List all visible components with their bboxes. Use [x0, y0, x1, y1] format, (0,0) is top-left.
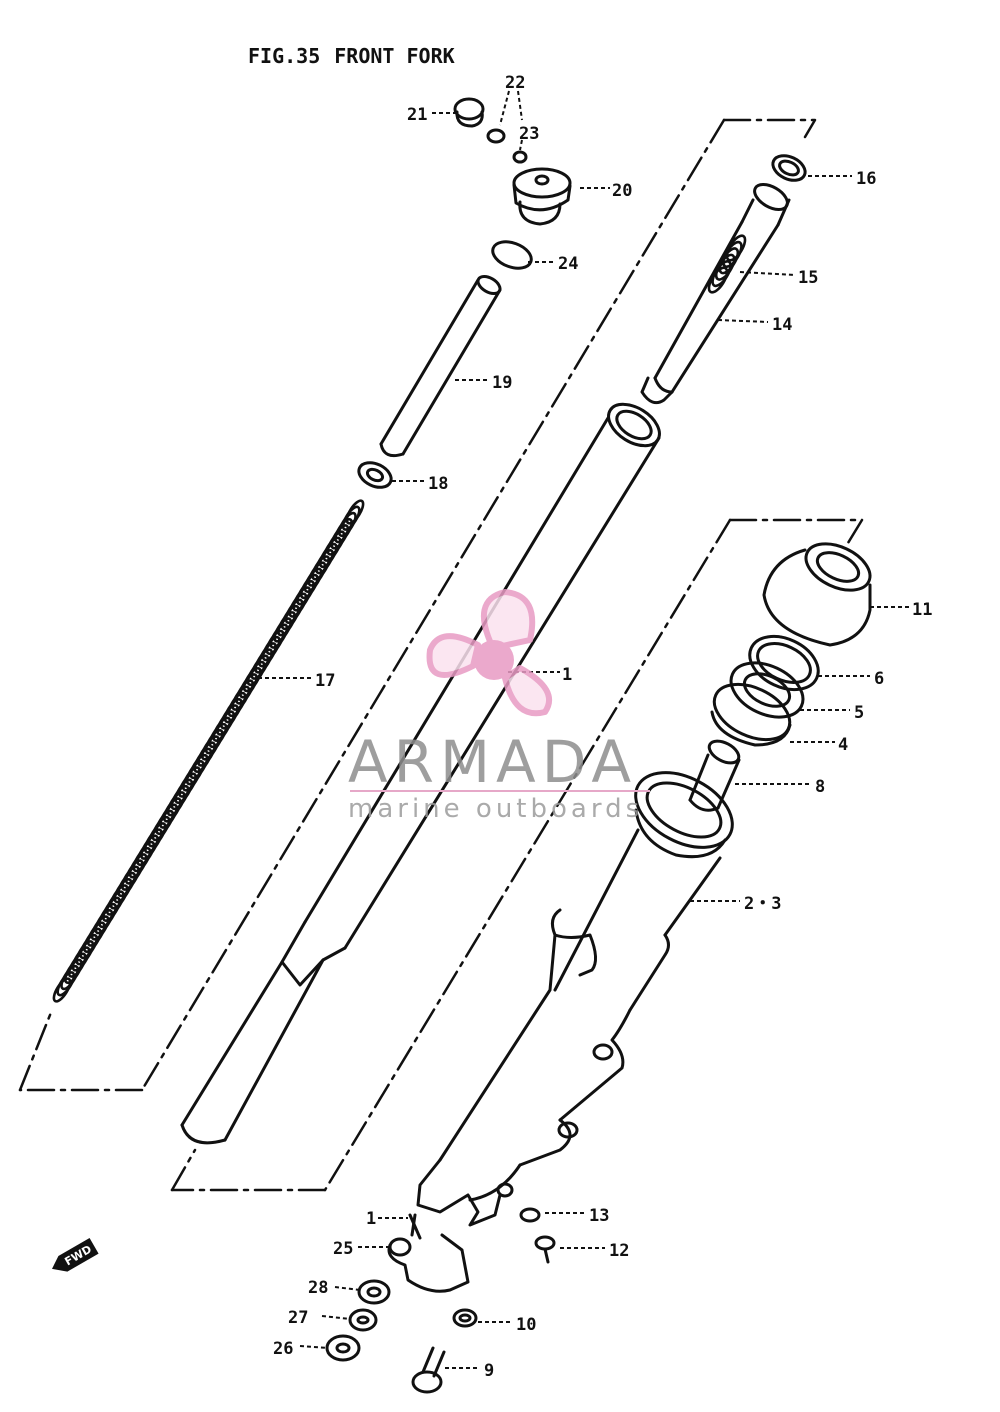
oil-lock-piece	[688, 739, 741, 812]
callout-15: 15	[798, 268, 818, 288]
callout-1-lower: 1	[366, 1209, 376, 1229]
callout-8: 8	[815, 777, 825, 797]
axle-holder-washer	[357, 1279, 391, 1305]
callout-layer: 1 2・3 4 5 6 8 9 10 11 12 13 14 15 16 17 …	[273, 73, 932, 1381]
inner-tube-group-outline	[18, 118, 817, 1092]
figure-number: FIG.35	[248, 44, 321, 68]
callout-11: 11	[912, 600, 932, 620]
callout-23: 23	[519, 124, 539, 144]
callout-9: 9	[484, 1361, 494, 1381]
dust-seal	[762, 542, 872, 647]
callout-26: 26	[273, 1339, 293, 1359]
cap-nut	[453, 97, 485, 128]
callout-10: 10	[516, 1315, 536, 1335]
callout-2-3: 2・3	[744, 894, 781, 914]
callout-5: 5	[854, 703, 864, 723]
spacer-pipe	[379, 274, 502, 458]
callout-25: 25	[333, 1239, 353, 1259]
watermark-tagline: marine outboards	[348, 794, 644, 824]
callout-16: 16	[856, 169, 876, 189]
figure-name: FRONT FORK	[334, 44, 455, 68]
spring-seat	[357, 461, 393, 489]
callout-24: 24	[558, 254, 578, 274]
adjuster-washer	[486, 128, 528, 164]
fork-spring	[52, 499, 365, 1003]
small-nut	[519, 1207, 541, 1223]
rebound-spring	[707, 234, 747, 294]
damper-rod	[640, 183, 791, 405]
drain-washer	[452, 1308, 478, 1328]
callout-12: 12	[609, 1241, 629, 1261]
axle-holder-nut	[325, 1334, 361, 1362]
air-bleed-bolt	[534, 1235, 556, 1264]
outer-tube-group-outline	[170, 518, 864, 1192]
callout-27: 27	[288, 1308, 308, 1328]
callout-1: 1	[562, 665, 572, 685]
callout-17: 17	[315, 671, 335, 691]
fork-cap-bolt	[512, 167, 572, 226]
armada-logo-icon	[426, 589, 552, 717]
callout-20: 20	[612, 181, 632, 201]
callout-21: 21	[407, 105, 427, 125]
oil-seal	[729, 661, 805, 719]
figure-title: FIG.35 FRONT FORK	[248, 44, 469, 68]
forward-arrow-icon	[52, 1238, 99, 1272]
callout-22: 22	[505, 73, 525, 93]
piston-ring	[771, 154, 807, 182]
o-ring	[491, 240, 533, 270]
watermark-divider	[350, 790, 650, 792]
watermark-brand: ARMADA	[348, 728, 638, 796]
callout-14: 14	[772, 315, 792, 335]
callout-4: 4	[838, 735, 848, 755]
callout-28: 28	[308, 1278, 328, 1298]
forward-direction-badge: FWD	[52, 1238, 99, 1272]
holder-stud	[408, 1213, 422, 1240]
oil-seal-spacer	[710, 682, 792, 747]
damper-rod-bolt	[411, 1346, 446, 1394]
callout-19: 19	[492, 373, 512, 393]
spring-washer	[348, 1308, 378, 1332]
callout-6: 6	[874, 669, 884, 689]
callout-18: 18	[428, 474, 448, 494]
callout-13: 13	[589, 1206, 609, 1226]
axle-holder	[387, 1158, 502, 1293]
